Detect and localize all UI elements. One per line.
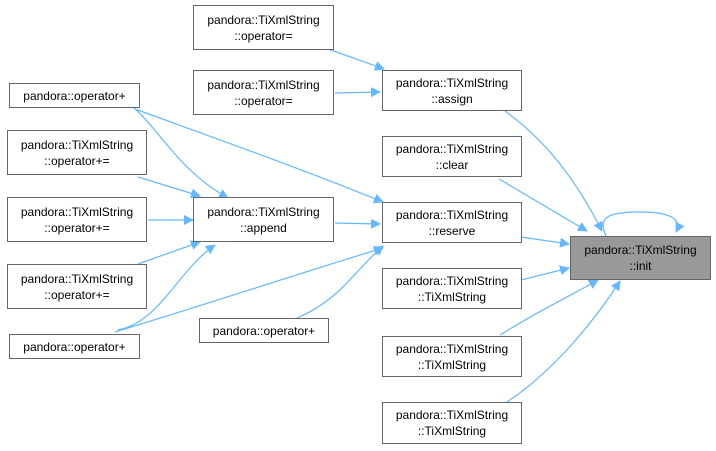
node-operator-plus-2[interactable]: pandora::operator+ — [199, 318, 329, 343]
node-label-line2: ::operator+= — [44, 153, 110, 168]
edge-op-eq-1-to-assign — [327, 48, 385, 71]
node-operator-plus-assign-1[interactable]: pandora::TiXmlString ::operator+= — [7, 130, 147, 175]
node-label-line2: ::operator= — [234, 28, 293, 43]
node-label-line1: pandora::operator+ — [23, 339, 126, 354]
node-assign[interactable]: pandora::TiXmlString ::assign — [382, 70, 522, 111]
node-init-selected[interactable]: pandora::TiXmlString ::init — [570, 236, 711, 280]
node-label-line1: pandora::TiXmlString — [20, 271, 134, 286]
node-label-line2: ::TiXmlString — [417, 357, 487, 372]
node-constructor-3[interactable]: pandora::TiXmlString ::TiXmlString — [382, 402, 522, 444]
node-label-line1: pandora::TiXmlString — [395, 141, 509, 156]
edge-op-plus-1-to-append — [131, 105, 229, 199]
node-clear[interactable]: pandora::TiXmlString ::clear — [382, 136, 522, 177]
edge-assign-to-init — [504, 110, 603, 232]
node-label-line2: ::TiXmlString — [417, 289, 487, 304]
edge-op-plus-3-to-reserve — [114, 245, 384, 333]
node-label-line1: pandora::TiXmlString — [395, 273, 509, 288]
node-operator-assign-2[interactable]: pandora::TiXmlString ::operator= — [193, 70, 334, 115]
node-label-line2: ::TiXmlString — [417, 424, 487, 438]
node-label-line1: pandora::TiXmlString — [207, 204, 320, 219]
node-operator-plus-1[interactable]: pandora::operator+ — [9, 83, 140, 108]
edge-op-plus-1-to-reserve — [134, 108, 384, 204]
node-label-line1: pandora::TiXmlString — [584, 243, 697, 257]
node-label-line1: pandora::operator+ — [212, 323, 316, 338]
node-label-line1: pandora::TiXmlString — [395, 75, 509, 90]
node-operator-plus-assign-3[interactable]: pandora::TiXmlString ::operator+= — [7, 264, 147, 309]
node-label-line2: ::operator+= — [44, 287, 110, 302]
node-label-line1: pandora::TiXmlString — [207, 12, 320, 27]
edge-ctor-3-to-init — [506, 280, 621, 403]
node-append[interactable]: pandora::TiXmlString ::append — [193, 197, 334, 242]
node-label-line1: pandora::TiXmlString — [207, 77, 320, 92]
node-label-line1: pandora::TiXmlString — [20, 204, 134, 219]
edge-op-pe-1-to-append — [137, 176, 201, 199]
node-operator-assign-1[interactable]: pandora::TiXmlString ::operator= — [193, 5, 334, 50]
node-reserve[interactable]: pandora::TiXmlString ::reserve — [382, 202, 522, 243]
node-constructor-1[interactable]: pandora::TiXmlString ::TiXmlString — [382, 268, 522, 309]
edge-ctor-1-to-init — [520, 265, 570, 281]
edge-append-to-reserve — [334, 218, 381, 229]
node-label-line2: ::reserve — [428, 223, 476, 238]
node-label-line2: ::append — [240, 220, 287, 235]
edge-reserve-to-init — [520, 236, 570, 248]
node-label-line1: pandora::operator+ — [23, 88, 126, 103]
node-label-line2: ::clear — [435, 157, 469, 172]
edge-op-plus-2-to-reserve — [296, 245, 384, 319]
node-label-line1: pandora::TiXmlString — [395, 408, 509, 422]
node-label-line2: ::init — [629, 259, 652, 273]
edge-clear-to-init — [498, 178, 588, 232]
node-label-line1: pandora::TiXmlString — [395, 207, 509, 222]
node-label-line2: ::operator+= — [44, 220, 110, 235]
node-label-line1: pandora::TiXmlString — [395, 341, 509, 356]
edge-ctor-2-to-init — [499, 279, 599, 336]
node-operator-plus-assign-2[interactable]: pandora::TiXmlString ::operator+= — [7, 197, 147, 242]
edge-init-self-loop — [602, 211, 685, 237]
edge-op-plus-3-to-append — [117, 244, 216, 331]
node-constructor-2[interactable]: pandora::TiXmlString ::TiXmlString — [382, 336, 522, 377]
node-label-line2: ::assign — [431, 91, 473, 106]
node-label-line1: pandora::TiXmlString — [20, 137, 134, 152]
node-operator-plus-3[interactable]: pandora::operator+ — [9, 334, 140, 359]
node-label-line2: ::operator= — [234, 93, 293, 108]
edge-op-eq-2-to-assign — [334, 87, 381, 98]
edge-op-pe-3-to-append — [137, 240, 201, 265]
